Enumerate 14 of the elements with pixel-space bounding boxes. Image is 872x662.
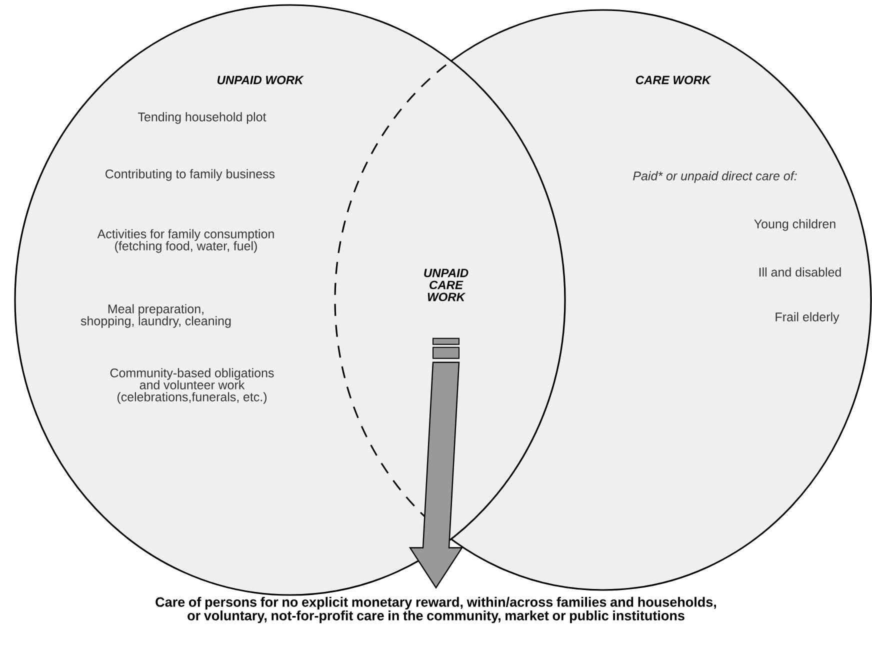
- list-item: Young children: [754, 219, 836, 231]
- list-item: Ill and disabled: [759, 267, 841, 277]
- definition-text: Care of persons for no explicit monetary reward, within/across families and households, or voluntary, not-for-profit care in the community, market or public institutions: [156, 596, 716, 624]
- circle-heading: CARE WORK: [636, 76, 712, 84]
- overlap-label: UNPAID CARE WORK: [424, 268, 468, 302]
- list-item: Community-based obligations and volunteer work (celebrations,funerals, etc.): [110, 368, 274, 404]
- intro-text: Paid* or unpaid direct care of:: [633, 171, 797, 183]
- list-item: Activities for family consumption (fetching food, water, fuel): [97, 229, 274, 253]
- list-item: Meal preparation, shopping, laundry, cleaning: [80, 304, 231, 328]
- list-item: Tending household plot: [138, 112, 266, 124]
- block-arrow: [408, 338, 464, 589]
- list-item: Contributing to family business: [106, 169, 275, 181]
- list-item: Frail elderly: [776, 312, 840, 324]
- circle-heading: UNPAID WORK: [217, 76, 304, 84]
